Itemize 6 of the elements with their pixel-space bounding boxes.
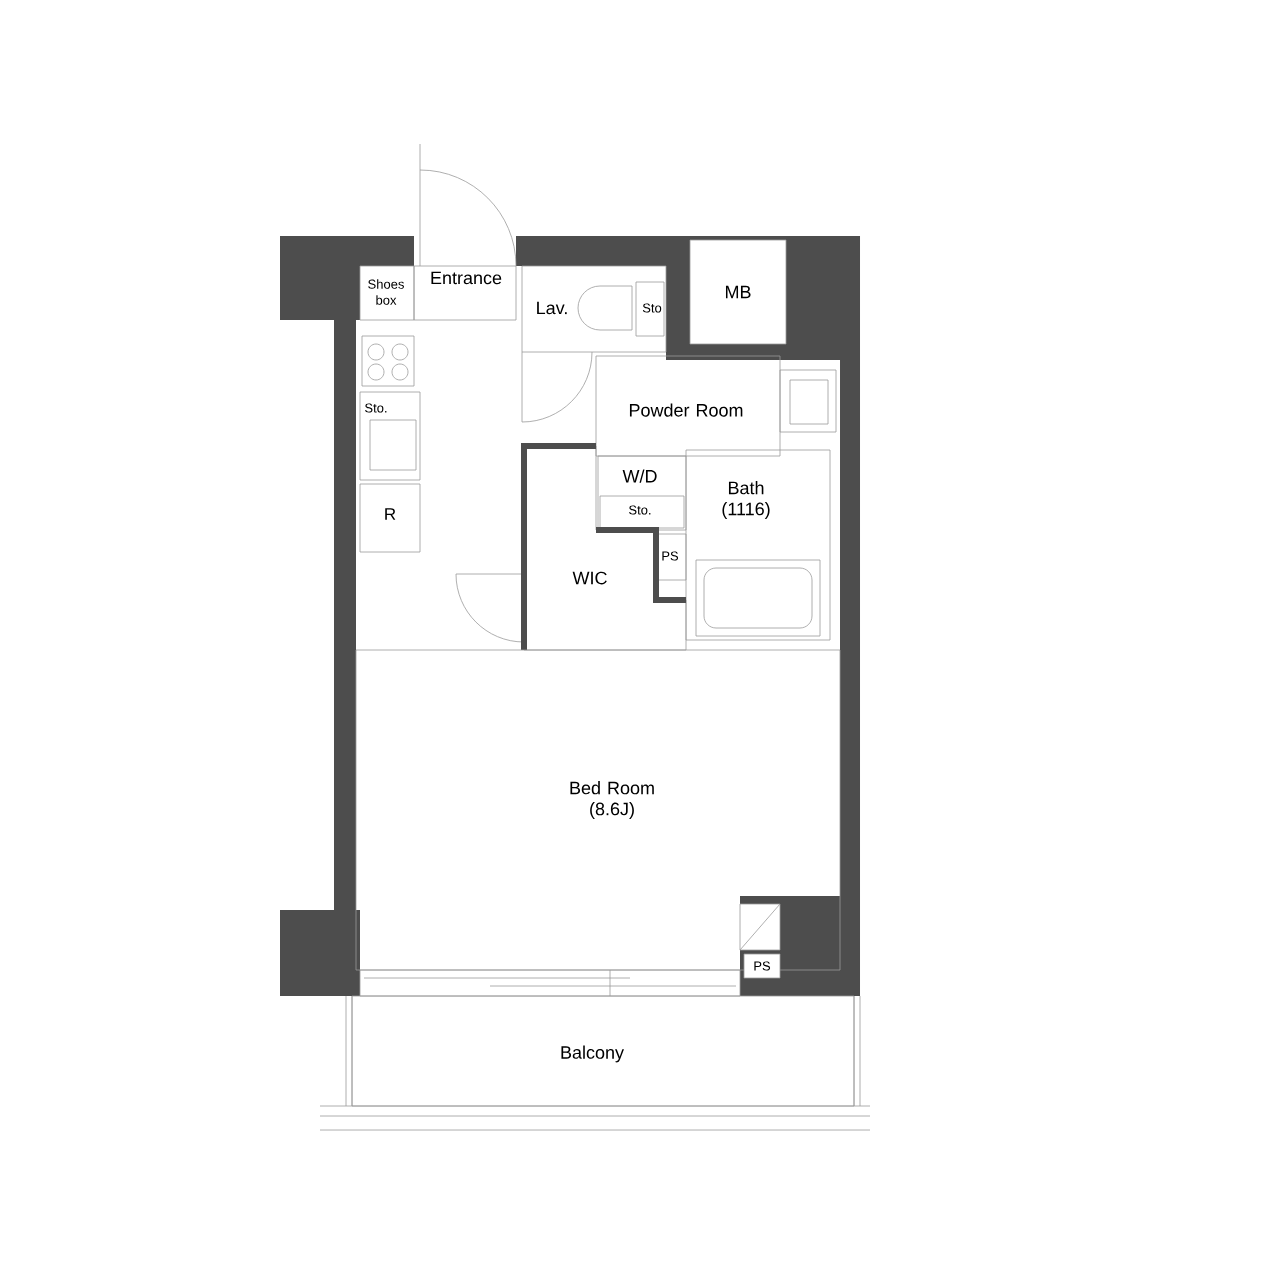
room: Balcony [351, 995, 855, 1107]
room: MB [689, 239, 787, 345]
room: Entrance [413, 265, 517, 321]
room: R [359, 483, 421, 553]
room: Bath (1116) [685, 449, 831, 641]
room: Powder Room [595, 355, 781, 457]
